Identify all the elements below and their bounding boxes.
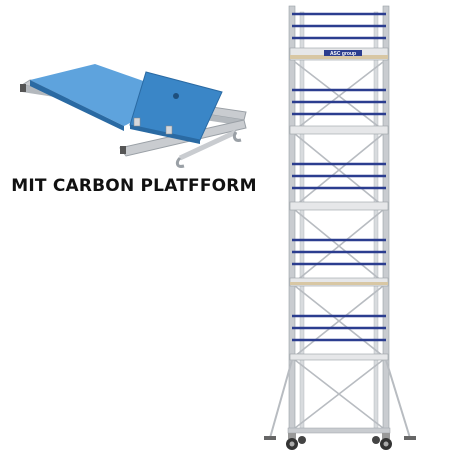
platform-foot-left	[20, 84, 26, 92]
platform-hatch-lid	[129, 71, 223, 141]
wheel-front-right	[380, 433, 392, 450]
board-level-top	[290, 55, 388, 59]
wheel-back-left	[298, 436, 306, 444]
platform-hinge-2	[165, 125, 173, 135]
platform-foot-right	[120, 146, 126, 154]
carbon-platform-icon	[20, 64, 247, 168]
board-level-4	[290, 282, 388, 285]
caption-text: MIT CARBON PLATFFORM	[11, 176, 257, 196]
stabiliser-foot-right	[404, 436, 416, 440]
platform-rail-front-lower	[178, 129, 238, 161]
platform-hook-right	[232, 131, 242, 142]
wheel-front-left	[286, 433, 298, 450]
platform-level-3	[289, 201, 389, 211]
brand-plate-label: ASC group	[330, 51, 356, 57]
platform-hook-left	[175, 156, 185, 168]
platform-level-2	[289, 125, 389, 135]
diagonal-braces	[294, 61, 384, 429]
platform-level-5	[289, 353, 389, 361]
scaffold-tower-icon: ASC group	[264, 5, 416, 450]
base-bar	[287, 427, 391, 434]
platform-hatch-handle	[173, 93, 179, 99]
rungs	[292, 12, 386, 342]
platform-deck-edge	[30, 80, 124, 131]
stabilisers	[269, 359, 411, 439]
brand-plate	[324, 50, 362, 56]
wheel-back-right	[372, 436, 380, 444]
stabiliser-foot-left	[264, 436, 276, 440]
platform-hinge-1	[133, 117, 141, 127]
platform-hatch-edge	[130, 125, 200, 144]
